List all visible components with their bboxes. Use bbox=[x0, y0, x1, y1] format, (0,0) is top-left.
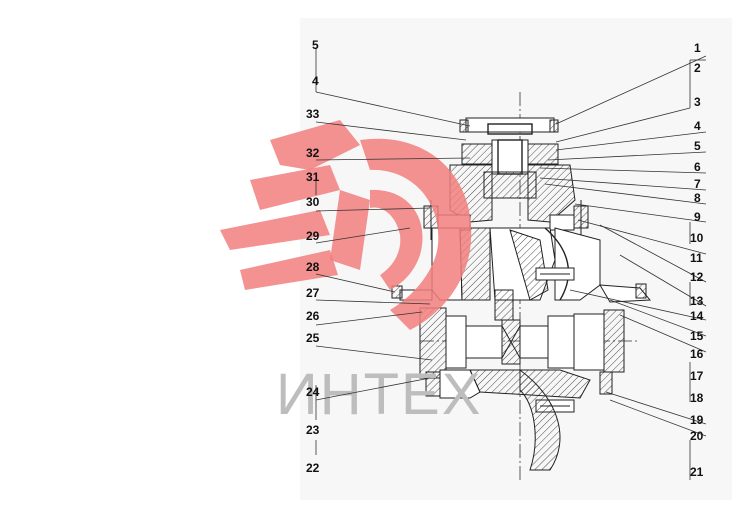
label-5-right: 5 bbox=[694, 139, 701, 153]
label-6: 6 bbox=[694, 160, 701, 174]
label-8: 8 bbox=[694, 191, 701, 205]
left-label-group: 5 4 33 32 31 30 29 28 27 26 25 24 23 22 bbox=[306, 38, 320, 475]
label-22: 22 bbox=[306, 461, 320, 475]
right-label-group: 1 2 3 4 5 6 7 8 9 10 11 12 13 14 15 16 1… bbox=[690, 41, 704, 479]
lower-body bbox=[425, 368, 613, 471]
label-18: 18 bbox=[690, 391, 704, 405]
label-14: 14 bbox=[690, 309, 704, 323]
label-28: 28 bbox=[306, 260, 320, 274]
label-3: 3 bbox=[694, 95, 701, 109]
label-7: 7 bbox=[694, 177, 701, 191]
label-20: 20 bbox=[690, 429, 704, 443]
label-21: 21 bbox=[690, 465, 704, 479]
label-19: 19 bbox=[690, 413, 704, 427]
left-leaders bbox=[315, 48, 471, 455]
label-27: 27 bbox=[306, 286, 320, 300]
watermark-text: ИНТЕХ bbox=[276, 362, 482, 427]
label-24: 24 bbox=[306, 385, 320, 399]
right-leaders bbox=[539, 55, 707, 480]
top-flange bbox=[459, 117, 559, 135]
label-4-right: 4 bbox=[694, 119, 701, 133]
label-11: 11 bbox=[690, 251, 703, 265]
label-32: 32 bbox=[306, 146, 320, 160]
label-10: 10 bbox=[690, 231, 704, 245]
label-15: 15 bbox=[690, 329, 704, 343]
label-30: 30 bbox=[306, 195, 320, 209]
side-studs bbox=[535, 267, 575, 413]
label-16: 16 bbox=[690, 347, 704, 361]
label-31: 31 bbox=[306, 170, 320, 184]
label-33: 33 bbox=[306, 107, 320, 121]
logo-watermark bbox=[220, 120, 472, 330]
label-17: 17 bbox=[690, 369, 704, 383]
label-9: 9 bbox=[694, 210, 701, 224]
label-4-left: 4 bbox=[312, 74, 319, 88]
label-26: 26 bbox=[306, 309, 320, 323]
label-2: 2 bbox=[694, 61, 701, 75]
label-23: 23 bbox=[306, 423, 320, 437]
label-25: 25 bbox=[306, 331, 320, 345]
label-12: 12 bbox=[690, 270, 704, 284]
label-29: 29 bbox=[306, 229, 320, 243]
label-5-left: 5 bbox=[312, 38, 319, 52]
label-1: 1 bbox=[694, 41, 701, 55]
label-13: 13 bbox=[690, 294, 704, 308]
